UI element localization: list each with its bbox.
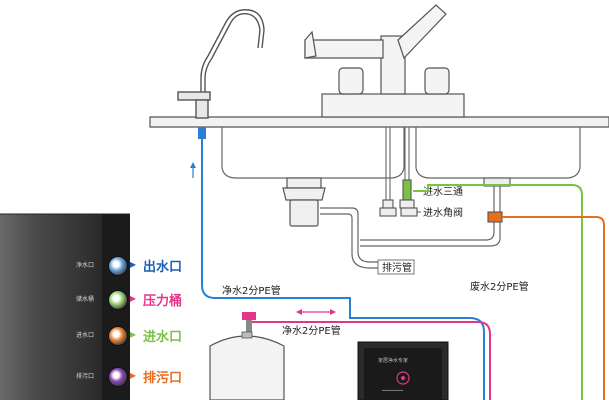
quick-connect-icon [108,367,128,387]
drain-pipework [320,180,501,269]
inlet-tube [413,184,583,400]
display-ring-icon [396,371,410,385]
svg-text:━━━━━━━: ━━━━━━━ [381,388,404,394]
port-side-label: 进水口 [76,332,95,339]
sink-drain [282,177,326,227]
faucet-connector [198,127,206,139]
port-pointer-icon: ▸ [130,327,137,341]
double-arrow-icon [296,309,336,315]
port-pointer-icon: ▸ [130,291,137,305]
pressure-tank [209,312,285,400]
arrow-up-icon [190,162,196,178]
port-pointer-icon: ▸ [130,368,137,382]
pure-pipe-label-bottom: 净水2分PE管 [282,324,341,337]
inlet-valve-assembly [379,127,418,217]
port-side-label: 储水桶 [76,296,95,303]
drain-tube [502,216,605,400]
port-label: 进水口 [143,330,183,345]
pure-water-tube [201,139,485,400]
waste-pipe-label: 废水2分PE管 [470,280,529,293]
purifier-display-unit: 家居净水专家 ━━━━━━━ [357,341,449,400]
port-pointer-icon: ▸ [130,257,137,271]
port-side-label: 净水口 [76,262,95,269]
pure-water-faucet [177,9,265,119]
purifier-brand-text: 家居净水专家 [378,357,408,364]
port-label: 出水口 [143,260,183,275]
quick-connect-icon [108,256,128,276]
inlet-tee-label: 进水三通 [423,186,463,198]
inlet-angle-valve-label: 进水角阀 [423,206,463,219]
port-label: 压力桶 [143,294,183,309]
kitchen-faucet [304,4,465,118]
pure-pipe-label-top: 净水2分PE管 [222,284,281,297]
pressure-tank-tube [258,321,491,400]
quick-connect-icon [108,290,128,310]
drain-pipe-tag [377,259,415,275]
quick-connect-icon [108,326,128,346]
drain-pipe-label: 排污管 [382,261,412,274]
port-label: 排污口 [143,371,183,386]
port-side-label: 排污口 [76,373,95,380]
